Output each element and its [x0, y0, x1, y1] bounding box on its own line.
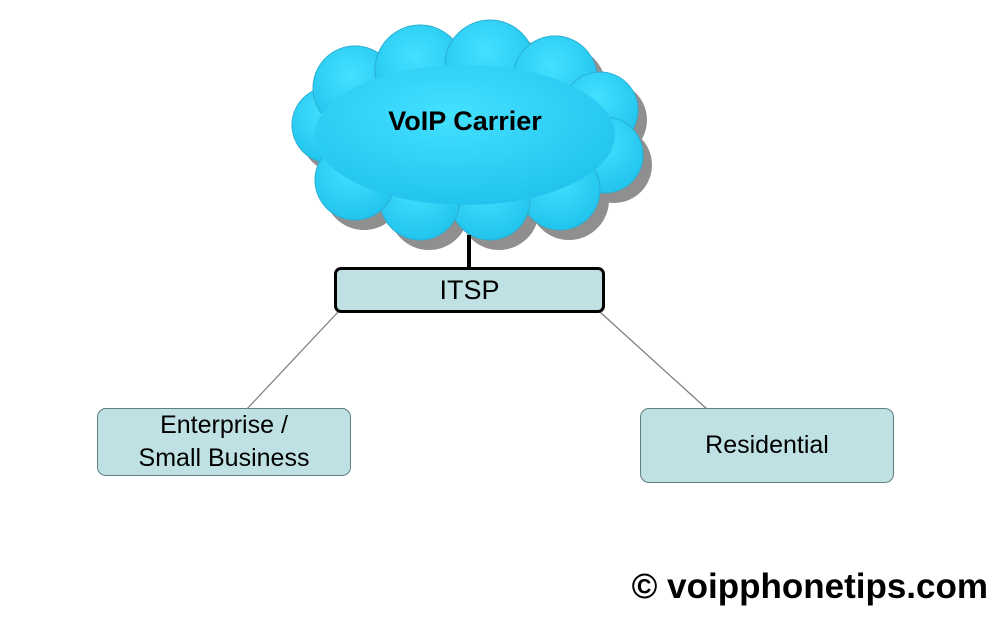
copyright-notice: © voipphonetips.com: [631, 567, 988, 606]
residential-label: Residential: [705, 431, 829, 459]
itsp-to-residential-connector: [599, 311, 709, 411]
itsp-to-enterprise-connector: [245, 311, 339, 411]
cloud-core: [315, 65, 615, 205]
itsp-node: ITSP: [334, 267, 605, 313]
residential-node: Residential: [640, 408, 894, 483]
enterprise-node: Enterprise / Small Business: [97, 408, 351, 476]
enterprise-label: Enterprise / Small Business: [138, 411, 310, 472]
cloud-label: VoIP Carrier: [388, 106, 542, 136]
itsp-label: ITSP: [439, 274, 500, 305]
